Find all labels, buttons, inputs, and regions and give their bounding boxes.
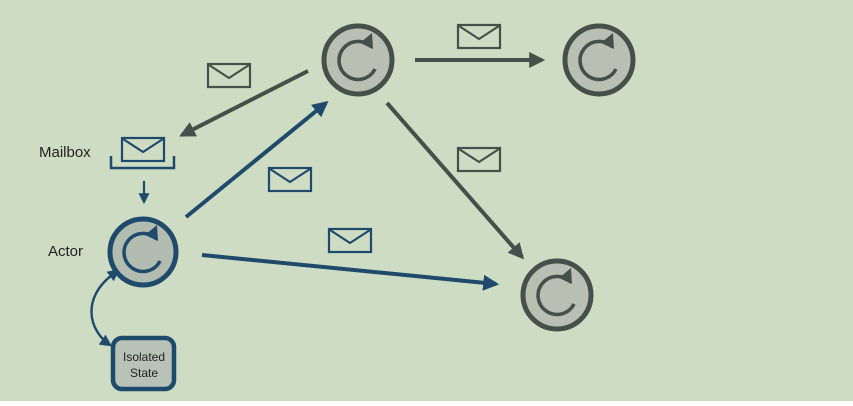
arrow-top-node-to-mailbox: [179, 69, 309, 137]
isolated-state-box: Isolated State: [110, 335, 177, 392]
isolated-state-label-line2: State: [130, 366, 158, 380]
arrow-actor-to-bottom-right-node: [201, 253, 500, 291]
actor-node-top: [321, 23, 395, 97]
mailbox-label: Mailbox: [39, 144, 91, 161]
actor-node: [107, 216, 179, 288]
arrow-actor-to-isolated-state: [90, 269, 120, 347]
arrow-top-node-to-bottom-right-node: [385, 101, 525, 260]
actor-node-right: [562, 23, 636, 97]
mailbox-tray: [109, 156, 176, 170]
mailbox: [109, 136, 176, 170]
actor-label: Actor: [48, 243, 83, 260]
isolated-state-label-line1: Isolated: [123, 350, 165, 364]
actor-node-bottom-right: [520, 258, 594, 332]
arrow-actor-to-top-node: [184, 100, 329, 219]
